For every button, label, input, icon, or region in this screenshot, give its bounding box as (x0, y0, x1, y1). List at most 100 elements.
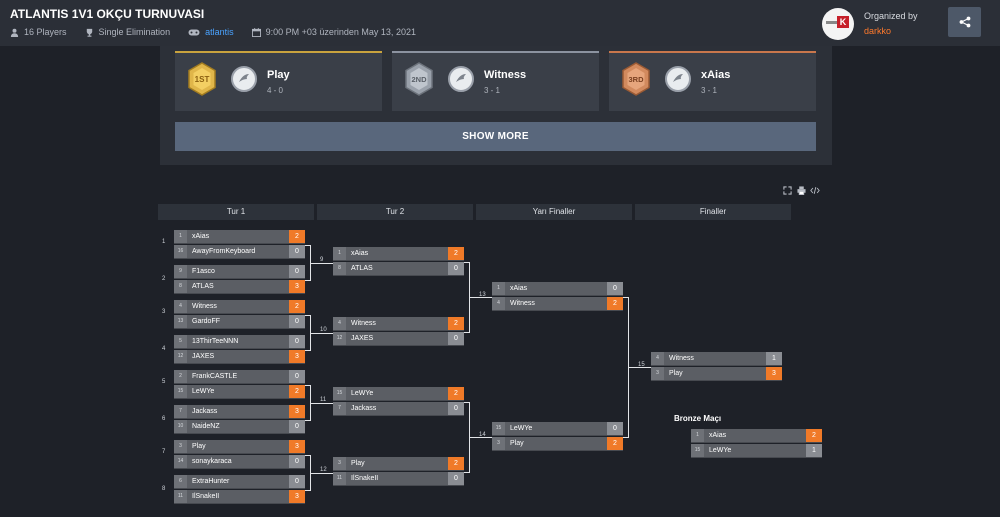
tournament-format: Single Elimination (98, 27, 171, 37)
match-number: 3 (162, 309, 166, 315)
seed-number: 13 (174, 315, 187, 328)
match-number: 8 (162, 486, 166, 492)
player-score: 0 (289, 370, 305, 383)
bracket-connector (305, 490, 311, 491)
expand-button[interactable] (780, 183, 794, 197)
player-score: 3 (289, 405, 305, 418)
player-score: 0 (289, 475, 305, 488)
podium-first[interactable]: 1ST Play 4 - 0 (175, 51, 382, 111)
player-score: 0 (448, 472, 464, 485)
podium-second[interactable]: 2ND Witness 3 - 1 (392, 51, 599, 111)
player-score: 0 (289, 455, 305, 468)
player-name: NaideNZ (192, 423, 220, 430)
round-header: Finaller (635, 204, 791, 220)
player-name: LeWYe (709, 447, 732, 454)
podium-third[interactable]: 3RD xAias 3 - 1 (609, 51, 816, 111)
seed-number: 5 (174, 335, 187, 348)
podium-score: 3 - 1 (484, 86, 501, 95)
player-name: xAias (351, 250, 369, 257)
show-more-button[interactable]: SHOW MORE (175, 122, 816, 151)
player-score: 0 (289, 245, 305, 258)
player-name: JAXES (351, 335, 374, 342)
podium-name: Witness (484, 69, 527, 81)
seed-number: 1 (333, 247, 346, 260)
game-link[interactable]: atlantis (205, 27, 234, 37)
player-name: xAias (192, 233, 210, 240)
player-name: Witness (510, 300, 535, 307)
player-score: 2 (289, 300, 305, 313)
player-score: 2 (448, 317, 464, 330)
gamepad-icon (188, 29, 200, 35)
organizer-name[interactable]: darkko (864, 26, 892, 36)
player-name: 13ThirTeeNNN (192, 338, 239, 345)
tournament-title: ATLANTIS 1V1 OKÇU TURNUVASI (10, 7, 205, 21)
tournament-datetime: 9:00 PM +03 üzerinden May 13, 2021 (265, 27, 416, 37)
embed-button[interactable] (808, 183, 822, 197)
print-icon (796, 185, 806, 195)
player-name: GardoFF (192, 318, 221, 325)
player-name: sonaykaracа (192, 458, 232, 465)
player-score: 3 (766, 367, 782, 380)
match-number: 12 (320, 467, 327, 473)
podium-score: 3 - 1 (701, 86, 718, 95)
calendar-icon (251, 27, 261, 37)
seed-number: 11 (333, 472, 346, 485)
player-score: 2 (607, 437, 623, 450)
player-score: 0 (448, 332, 464, 345)
player-score: 3 (289, 280, 305, 293)
seed-number: 12 (174, 350, 187, 363)
seed-number: 14 (174, 455, 187, 468)
seed-number: 6 (174, 475, 187, 488)
player-score: 2 (289, 230, 305, 243)
seed-number: 15 (691, 444, 704, 457)
bronze-match-title: Bronze Maçı (674, 414, 722, 423)
svg-text:1ST: 1ST (195, 75, 210, 84)
player-score: 3 (289, 350, 305, 363)
seed-number: 3 (333, 457, 346, 470)
organizer-avatar[interactable]: K (822, 8, 854, 40)
print-button[interactable] (794, 183, 808, 197)
share-button[interactable] (948, 7, 981, 37)
player-score: 2 (448, 387, 464, 400)
bracket-connector (464, 262, 470, 263)
match-number: 1 (162, 239, 166, 245)
players-count: 16 Players (24, 27, 67, 37)
seed-number: 10 (174, 420, 187, 433)
match-number: 10 (320, 327, 327, 333)
podium-name: xAias (701, 69, 731, 81)
match-slot[interactable]: 14 sonaykaracа 0 (174, 455, 305, 469)
bracket-connector (623, 437, 629, 438)
podium-panel: 1ST Play 4 - 0 2ND Witness 3 - 1 3RD xAi… (160, 46, 832, 165)
